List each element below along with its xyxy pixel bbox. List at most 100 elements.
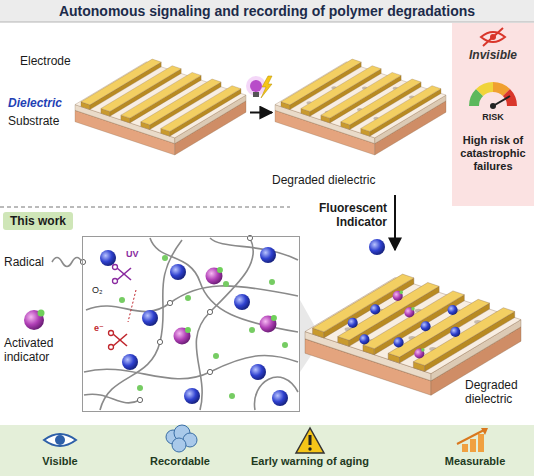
device-illustration: [275, 59, 446, 155]
radical-dot: [269, 279, 275, 285]
device-indicator: Degraded dielectric: [300, 250, 532, 420]
chart-bar: [462, 444, 468, 452]
eye-icon: [44, 434, 76, 446]
gauge-segment: [476, 82, 493, 96]
activated-indicator: [414, 348, 424, 358]
node-text: Degraded dielectric: [272, 173, 375, 187]
arrow-connector: [250, 112, 272, 114]
brain-icon: [172, 438, 186, 452]
fluorescent-indicator: [272, 390, 288, 406]
activated-indicator: [174, 328, 191, 345]
fluorescent-indicator: [348, 318, 358, 328]
scissors-blade: [113, 334, 127, 346]
risk-panel: InvisibleRISKHigh risk of catastrophic f…: [452, 23, 534, 206]
node-text: Dielectric: [8, 96, 62, 110]
fluorescent-indicator: [450, 327, 460, 337]
radical-dot: [282, 342, 288, 348]
fluorescent-indicator: [421, 321, 431, 331]
polymer-chain: [254, 377, 298, 410]
activated-indicator: [393, 291, 403, 301]
cut-line: [128, 290, 136, 322]
electrode-strip: [413, 308, 514, 366]
radical-dot: [411, 307, 415, 311]
scissors-blade: [117, 268, 131, 280]
fluorescent-indicator: [234, 294, 250, 310]
polymer-chain: [84, 355, 298, 378]
device-degraded: Degraded dielectric: [272, 40, 448, 195]
trend-head: [481, 428, 488, 435]
warning-mark: [308, 447, 311, 450]
fluorescent-indicator: [370, 304, 380, 314]
risk-panel: [452, 23, 534, 206]
polymer-chain: [84, 394, 140, 403]
dielectric-layer: [75, 62, 246, 138]
electrode-strip: [370, 89, 441, 137]
polymer-chain: [86, 286, 298, 312]
polymer-chain: [150, 238, 298, 332]
radical-dot: [217, 267, 223, 273]
title-rule: [0, 22, 534, 23]
title-band: [0, 0, 534, 22]
arrow-connector: [394, 195, 396, 250]
node-text: RISK: [452, 112, 534, 122]
polymer-chain: [100, 240, 182, 410]
electrode-strip: [361, 86, 441, 132]
electrode-strip: [161, 86, 241, 132]
scissors-handle: [109, 345, 114, 350]
fluorescent-indicator: [100, 250, 116, 266]
trend-arrow: [457, 430, 484, 444]
dielectric-layer: [275, 62, 446, 138]
dashed-separator: [0, 207, 290, 208]
radical-dot: [399, 291, 403, 295]
device-pristine: ElectrodeDielectricSubstrate: [5, 40, 250, 175]
radical-sample: [52, 258, 82, 267]
radical-dot: [213, 353, 219, 359]
node-text: Degraded dielectric: [465, 378, 531, 406]
fluorescent-indicator: [359, 334, 369, 344]
radical-dot: [249, 327, 255, 333]
bulb-base: [253, 92, 259, 97]
node-text: Recordable: [150, 455, 210, 468]
eye-slash: [483, 28, 503, 46]
uv-bulb: [250, 80, 262, 92]
node-text: Substrate: [8, 114, 59, 128]
fluorescent-indicator: [142, 310, 158, 326]
fluorescent-indicator: [260, 247, 276, 263]
radical-dot: [119, 297, 125, 303]
gauge-segment: [503, 89, 517, 106]
radical-dot: [185, 295, 191, 301]
scissors-handle: [113, 279, 118, 284]
fluorescent-indicator: [184, 388, 200, 404]
chart-bar: [470, 439, 476, 452]
activated-indicator: [24, 310, 44, 330]
inset-box: UVO₂e⁻: [82, 236, 300, 412]
device-illustration: [75, 59, 246, 155]
fluorescent-indicator: [369, 239, 385, 255]
eye-pupil: [55, 435, 65, 445]
legend-text: Activated indicator: [4, 336, 76, 364]
node-text: Measurable: [445, 455, 506, 468]
gauge-hub: [490, 103, 496, 109]
activated-indicator: [404, 307, 414, 317]
node-text: Visible: [42, 455, 77, 468]
node-text: Invisible: [452, 48, 534, 62]
activated-indicator: [206, 268, 223, 285]
scissors-handle: [113, 265, 118, 270]
node-text: Early warning of aging: [251, 455, 369, 468]
radical-dot: [223, 281, 229, 287]
polymer-chain: [196, 238, 253, 410]
radical-dot: [229, 393, 235, 399]
fluorescent-indicator: [250, 364, 266, 380]
node-text: This work: [10, 214, 66, 228]
radical-end: [167, 300, 172, 305]
warning-icon: [296, 428, 324, 453]
radical-dot: [162, 255, 168, 261]
activated-indicator: [260, 316, 277, 333]
benefit-band: Visible Recordable Early warning of aging M…: [0, 425, 534, 476]
radical-end: [207, 369, 212, 374]
radical-dot: [185, 327, 191, 333]
node-text: UV: [125, 249, 140, 259]
edge-label: Fluorescent Indicator: [313, 201, 387, 229]
dielectric-layer: [305, 278, 521, 374]
